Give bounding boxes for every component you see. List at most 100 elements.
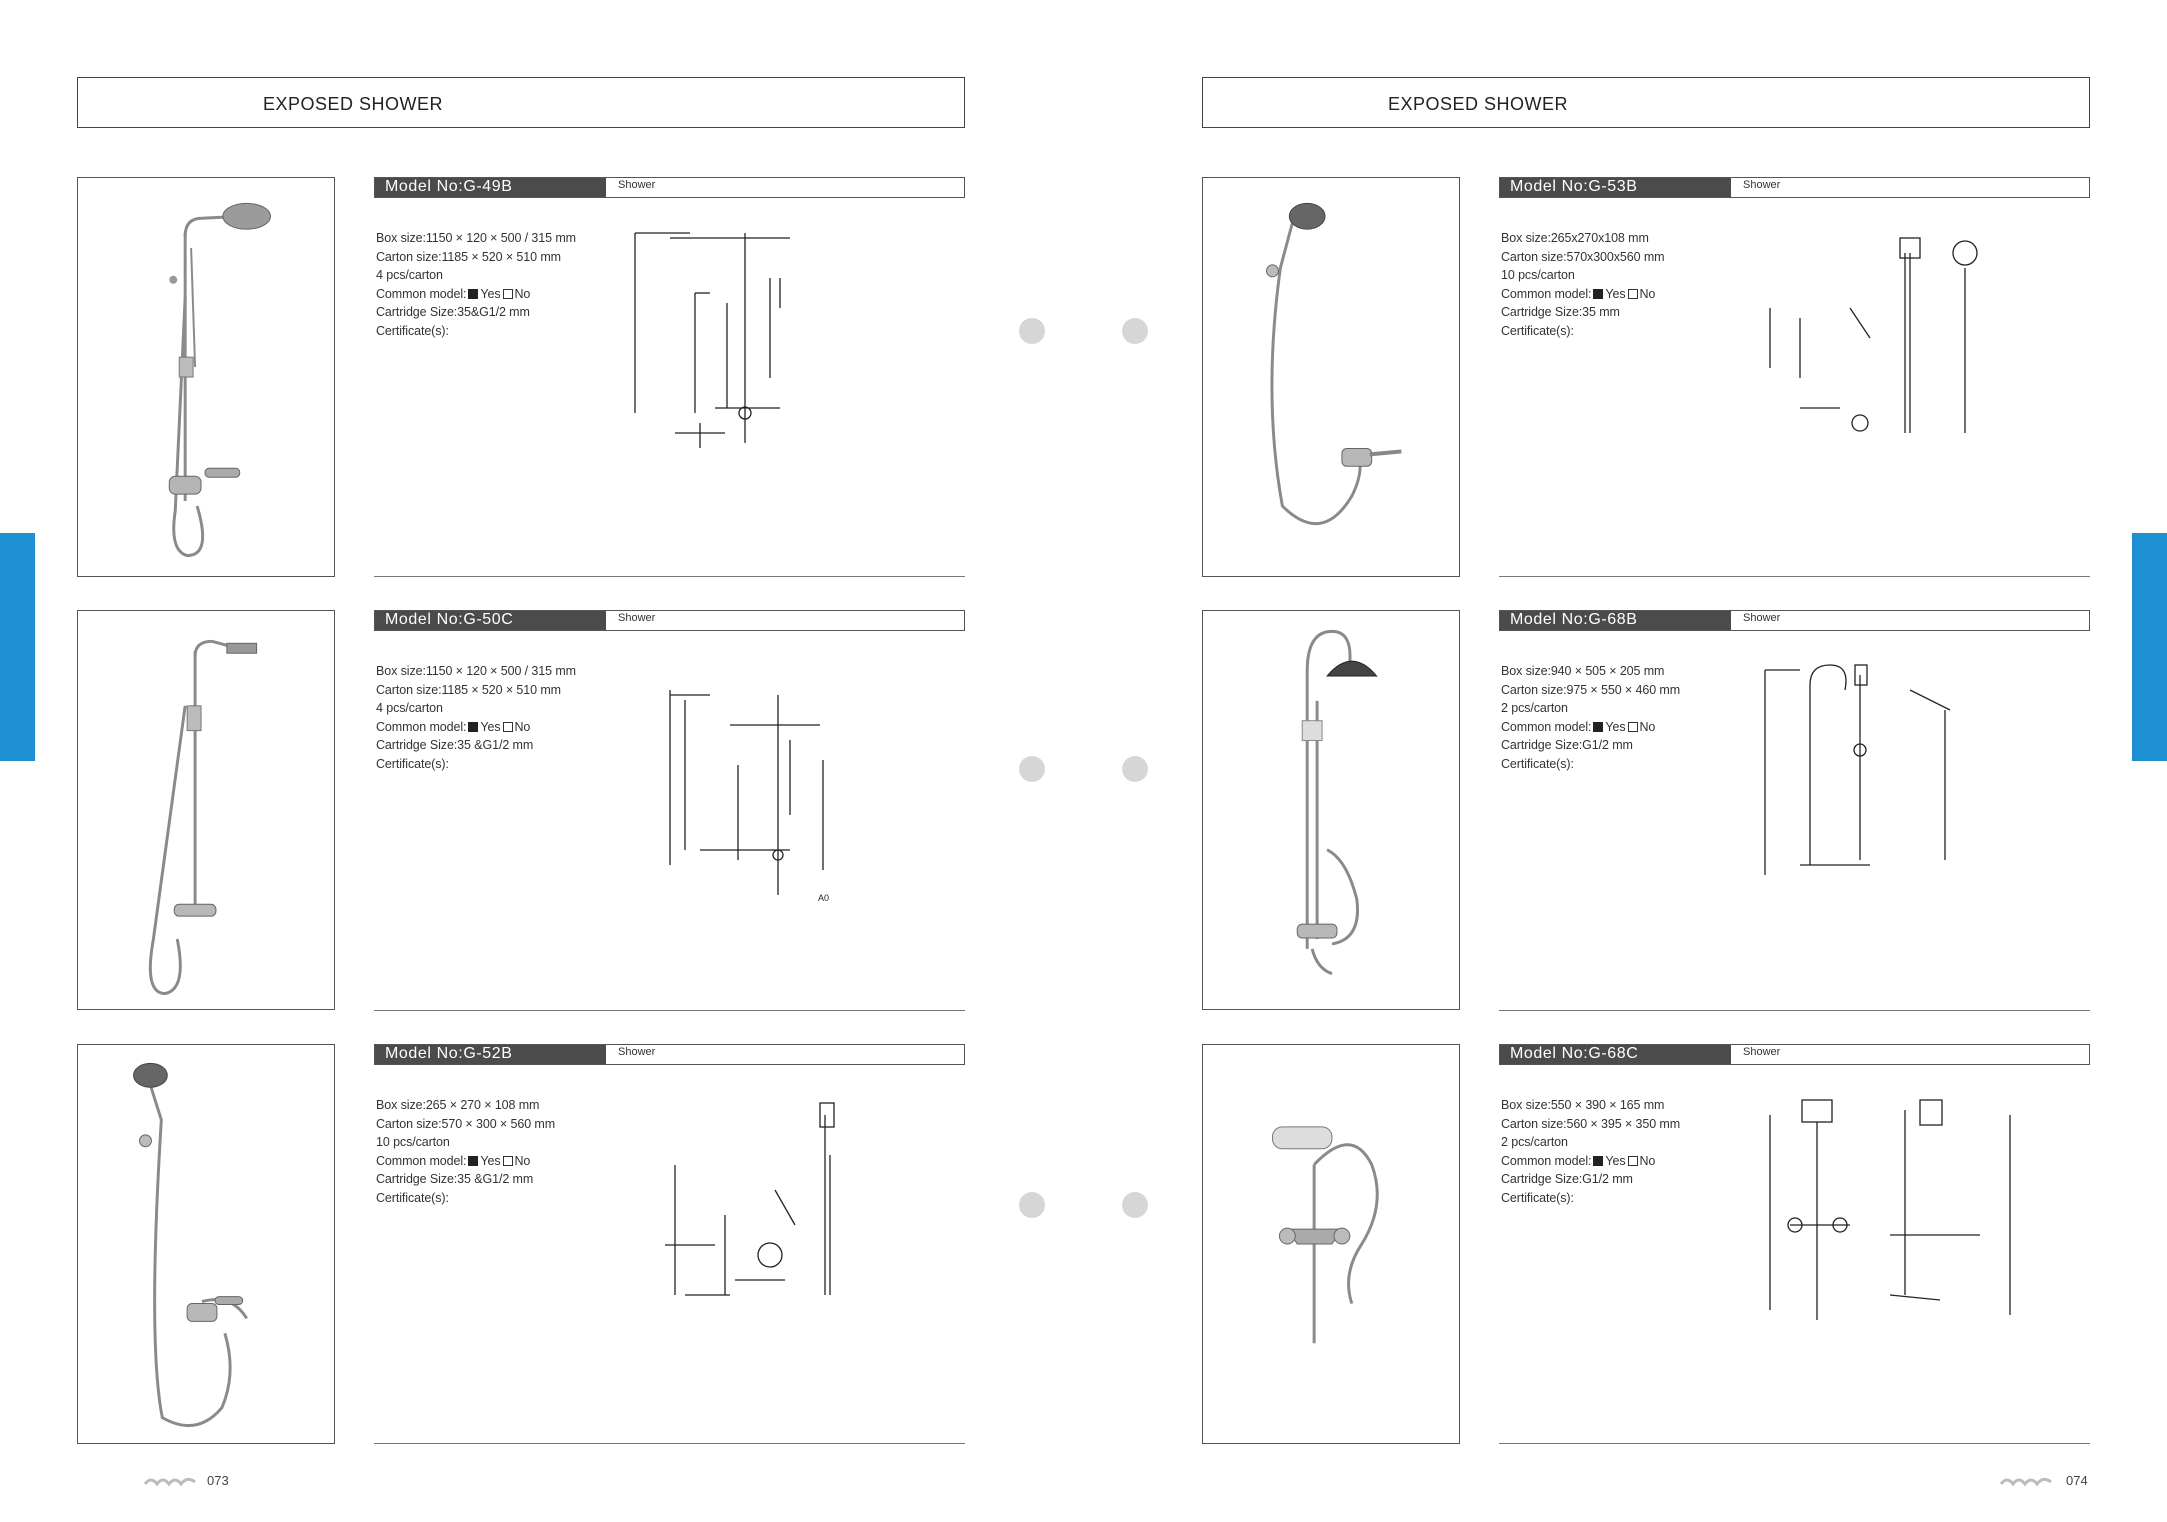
checkbox-empty-icon xyxy=(1627,1155,1638,1166)
model-number: Model No:G-68C xyxy=(1500,1045,1731,1064)
cartridge-size: Cartridge Size:G1/2 mm xyxy=(1501,738,1633,752)
product-photo xyxy=(1202,610,1460,1010)
cartridge-size: Cartridge Size:35 &G1/2 mm xyxy=(376,738,534,752)
category-label: Shower xyxy=(618,1046,656,1058)
product-photo xyxy=(77,610,335,1010)
carton-size: Carton size:975 × 550 × 460 mm xyxy=(1501,682,1681,697)
model-bar: Model No:G-68C Shower xyxy=(1499,1044,2090,1065)
pcs-per-carton: 4 pcs/carton xyxy=(376,268,443,282)
checkbox-empty-icon xyxy=(502,721,513,732)
technical-drawing xyxy=(615,228,815,458)
checkbox-checked-icon xyxy=(1593,721,1604,732)
cartridge-size: Cartridge Size:35&G1/2 mm xyxy=(376,305,530,319)
gutter-dot xyxy=(1122,1192,1148,1218)
technical-drawing xyxy=(1740,660,1970,895)
product-photo xyxy=(77,1044,335,1444)
cartridge-size: Cartridge Size:35 mm xyxy=(1501,305,1620,319)
section-divider xyxy=(374,1010,965,1011)
carton-size: Carton size:1185 × 520 × 510 mm xyxy=(376,682,561,697)
technical-drawing xyxy=(1740,228,2010,438)
box-size: Box size:265 × 270 × 108 mm xyxy=(376,1098,540,1112)
section-divider xyxy=(1499,1443,2090,1444)
box-size: Box size:265x270x108 mm xyxy=(1501,231,1649,245)
technical-drawing: A0 xyxy=(630,685,830,910)
pcs-per-carton: 2 pcs/carton xyxy=(1501,701,1568,715)
page-header-left: EXPOSED SHOWER xyxy=(77,77,965,128)
pcs-per-carton: 10 pcs/carton xyxy=(376,1135,450,1149)
checkbox-empty-icon xyxy=(1627,721,1638,732)
product-photo xyxy=(77,177,335,577)
checkbox-checked-icon xyxy=(1593,1155,1604,1166)
model-number: Model No:G-68B xyxy=(1500,611,1731,630)
checkbox-checked-icon xyxy=(468,721,479,732)
model-bar: Model No:G-53B Shower xyxy=(1499,177,2090,198)
carton-size: Carton size:570x300x560 mm xyxy=(1501,249,1665,264)
model-number: Model No:G-53B xyxy=(1500,178,1731,197)
certificates: Certificate(s): xyxy=(376,1190,449,1205)
product-photo xyxy=(1202,177,1460,577)
model-bar: Model No:G-50C Shower xyxy=(374,610,965,631)
spec-list: Box size:550 × 390 × 165 mm Carton size:… xyxy=(1501,1096,1680,1207)
cartridge-size: Cartridge Size:35 &G1/2 mm xyxy=(376,1172,534,1186)
checkbox-checked-icon xyxy=(1593,288,1604,299)
section-divider xyxy=(374,576,965,577)
pcs-per-carton: 2 pcs/carton xyxy=(1501,1135,1568,1149)
checkbox-checked-icon xyxy=(468,1155,479,1166)
side-tab-left xyxy=(0,533,35,761)
section-divider xyxy=(1499,1010,2090,1011)
checkbox-empty-icon xyxy=(502,1155,513,1166)
category-label: Shower xyxy=(1743,179,1781,191)
page-number: 074 xyxy=(2066,1473,2088,1488)
category-label: Shower xyxy=(1743,1046,1781,1058)
drawing-note: A0 xyxy=(818,893,830,903)
box-size: Box size:1150 × 120 × 500 / 315 mm xyxy=(376,664,576,678)
gutter-dot xyxy=(1019,318,1045,344)
model-bar: Model No:G-68B Shower xyxy=(1499,610,2090,631)
checkbox-checked-icon xyxy=(468,288,479,299)
category-label: Shower xyxy=(1743,612,1781,624)
box-size: Box size:550 × 390 × 165 mm xyxy=(1501,1098,1665,1112)
gutter-dot xyxy=(1122,756,1148,782)
wave-logo-icon xyxy=(1999,1477,2052,1487)
carton-size: Carton size:570 × 300 × 560 mm xyxy=(376,1116,556,1131)
technical-drawing xyxy=(615,1095,865,1315)
certificates: Certificate(s): xyxy=(376,756,449,771)
category-label: Shower xyxy=(618,179,656,191)
model-bar: Model No:G-52B Shower xyxy=(374,1044,965,1065)
gutter-dot xyxy=(1019,1192,1045,1218)
cartridge-size: Cartridge Size:G1/2 mm xyxy=(1501,1172,1633,1186)
model-number: Model No:G-50C xyxy=(375,611,606,630)
box-size: Box size:1150 × 120 × 500 / 315 mm xyxy=(376,231,576,245)
pcs-per-carton: 4 pcs/carton xyxy=(376,701,443,715)
spec-list: Box size:940 × 505 × 205 mm Carton size:… xyxy=(1501,662,1680,773)
gutter-dot xyxy=(1122,318,1148,344)
section-divider xyxy=(1499,576,2090,577)
certificates: Certificate(s): xyxy=(376,323,449,338)
carton-size: Carton size:1185 × 520 × 510 mm xyxy=(376,249,561,264)
product-photo xyxy=(1202,1044,1460,1444)
spec-list: Box size:265 × 270 × 108 mm Carton size:… xyxy=(376,1096,555,1207)
model-bar: Model No:G-49B Shower xyxy=(374,177,965,198)
box-size: Box size:940 × 505 × 205 mm xyxy=(1501,664,1665,678)
page-header-title: EXPOSED SHOWER xyxy=(1388,94,1569,114)
checkbox-empty-icon xyxy=(1627,288,1638,299)
section-divider xyxy=(374,1443,965,1444)
carton-size: Carton size:560 × 395 × 350 mm xyxy=(1501,1116,1681,1131)
category-label: Shower xyxy=(618,612,656,624)
side-tab-right xyxy=(2132,533,2167,761)
spec-list: Box size:1150 × 120 × 500 / 315 mm Carto… xyxy=(376,662,576,773)
certificates: Certificate(s): xyxy=(1501,756,1574,771)
pcs-per-carton: 10 pcs/carton xyxy=(1501,268,1575,282)
model-number: Model No:G-49B xyxy=(375,178,606,197)
checkbox-empty-icon xyxy=(502,288,513,299)
gutter-dot xyxy=(1019,756,1045,782)
certificates: Certificate(s): xyxy=(1501,323,1574,338)
model-number: Model No:G-52B xyxy=(375,1045,606,1064)
page-header-right: EXPOSED SHOWER xyxy=(1202,77,2090,128)
page-header-title: EXPOSED SHOWER xyxy=(263,94,444,114)
